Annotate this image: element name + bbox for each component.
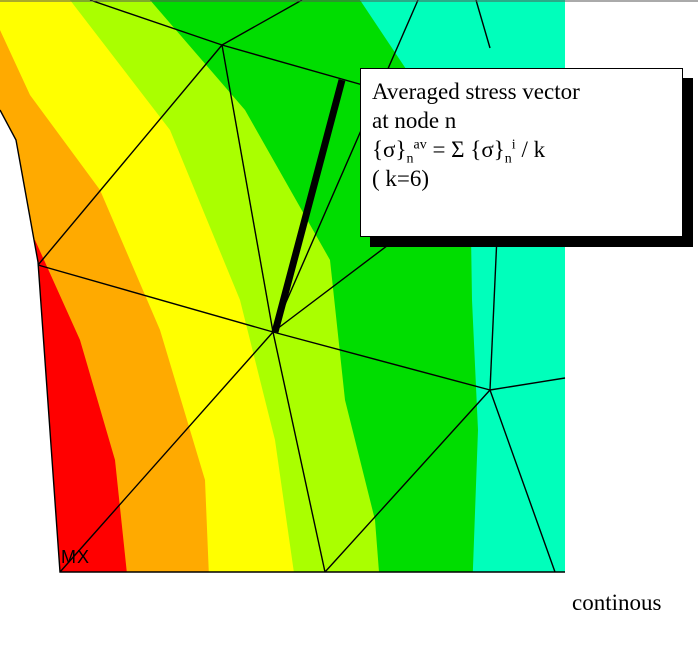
- caption-text: continous: [572, 590, 662, 615]
- mesh-edge: [272, 331, 491, 391]
- mesh-edge: [324, 389, 491, 573]
- callout-title-line: Averaged stress vector: [372, 79, 580, 104]
- mx-marker-label: MX: [61, 547, 90, 567]
- callout-node-line: at node n: [372, 108, 457, 133]
- formula-sub-n: n: [406, 151, 414, 167]
- mesh-edge: [37, 44, 223, 266]
- formula-sub-n-2: n: [504, 151, 512, 167]
- mesh-edge: [489, 389, 556, 573]
- callout-k-line: ( k=6): [372, 166, 430, 191]
- mesh-edge: [89, 0, 223, 46]
- formula-sup-av: av: [413, 137, 427, 153]
- callout-formula: {σ}nav = Σ {σ}ni / k: [372, 135, 682, 167]
- node-pointer-line: [271, 79, 346, 333]
- mesh-edge: [221, 0, 303, 46]
- formula-tail: / k: [515, 137, 546, 162]
- mesh-edge: [489, 235, 498, 391]
- mesh-edge: [221, 44, 274, 333]
- formula-sum: = Σ {σ}: [426, 137, 505, 162]
- plate-left-edge: [0, 109, 565, 573]
- mesh-edge: [272, 331, 326, 573]
- formula-open: {σ}: [372, 137, 407, 162]
- mesh-edge: [475, 0, 491, 49]
- mesh-edge: [37, 264, 274, 333]
- mesh-edge: [59, 331, 274, 573]
- mesh-edge: [272, 0, 419, 333]
- mesh-edge: [272, 235, 401, 333]
- formula-sup-i: i: [511, 137, 516, 153]
- mesh-edge: [489, 377, 566, 391]
- mesh-lines: [0, 0, 566, 573]
- averaged-stress-callout: Averaged stress vector at node n {σ}nav …: [360, 68, 683, 237]
